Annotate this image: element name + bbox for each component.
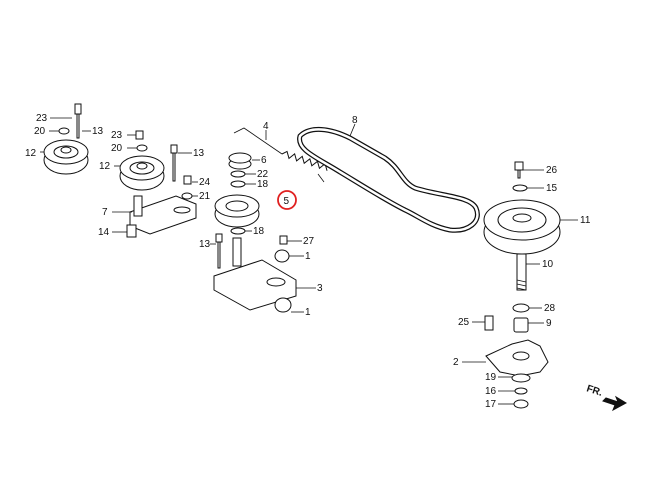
callout-labels: 23 20 13 12 23 20 12 13 24 21 7 14 4 8 6…: [25, 113, 591, 410]
spacer-part-6[interactable]: [228, 152, 252, 170]
washer-part-20b[interactable]: [136, 144, 148, 152]
callout-18[interactable]: 18: [253, 226, 265, 237]
callout-23[interactable]: 23: [111, 130, 123, 141]
callout-15[interactable]: 15: [546, 183, 558, 194]
callout-13[interactable]: 13: [92, 126, 104, 137]
callout-23[interactable]: 23: [36, 113, 48, 124]
callout-10[interactable]: 10: [542, 259, 554, 270]
washer-part-15[interactable]: [512, 184, 528, 192]
callout-18[interactable]: 18: [257, 179, 269, 190]
callout-22[interactable]: 22: [257, 169, 269, 180]
bolt-part-27[interactable]: [279, 235, 288, 245]
bolt-part-25[interactable]: [484, 315, 494, 331]
callout-6[interactable]: 6: [261, 155, 267, 166]
shaft-part-10[interactable]: [516, 253, 527, 291]
callout-27[interactable]: 27: [303, 236, 315, 247]
callout-14[interactable]: 14: [98, 227, 110, 238]
bolt-part-13b-upper[interactable]: [170, 144, 178, 182]
collar-part-1b[interactable]: [274, 297, 292, 313]
nut-part-22[interactable]: [230, 170, 246, 178]
callout-17[interactable]: 17: [485, 399, 497, 410]
callout-13[interactable]: 13: [193, 148, 205, 159]
nut-part-17[interactable]: [513, 399, 529, 409]
callout-25[interactable]: 25: [458, 317, 470, 328]
front-direction-indicator: FR.: [585, 383, 628, 412]
callout-13[interactable]: 13: [199, 239, 211, 250]
callout-12[interactable]: 12: [25, 148, 37, 159]
svg-text:5: 5: [284, 196, 290, 207]
mounting-bracket-part-2[interactable]: [485, 339, 549, 377]
callout-12[interactable]: 12: [99, 161, 111, 172]
idler-bracket-part-3[interactable]: [213, 237, 297, 311]
nut-part-24[interactable]: [183, 175, 192, 185]
direction-label: FR.: [585, 383, 604, 399]
pulley-part-5[interactable]: [214, 194, 260, 228]
collar-part-1a[interactable]: [274, 249, 290, 263]
callout-2[interactable]: 2: [453, 357, 459, 368]
callout-11[interactable]: 11: [580, 215, 591, 226]
tension-spring-part-4[interactable]: [233, 127, 329, 183]
washer-part-18b[interactable]: [230, 227, 246, 235]
callout-20[interactable]: 20: [34, 126, 46, 137]
bearing-part-28[interactable]: [512, 303, 530, 313]
callout-8[interactable]: 8: [352, 115, 358, 126]
callout-9[interactable]: 9: [546, 318, 552, 329]
leader-lines: [40, 117, 578, 405]
callout-1[interactable]: 1: [305, 307, 311, 318]
main-pulley-part-11[interactable]: [483, 199, 561, 255]
callout-24[interactable]: 24: [199, 177, 211, 188]
washer-part-21[interactable]: [181, 192, 193, 200]
callout-28[interactable]: 28: [544, 303, 556, 314]
callout-21[interactable]: 21: [199, 191, 211, 202]
callout-1[interactable]: 1: [305, 251, 311, 262]
spacer-part-9[interactable]: [513, 317, 529, 333]
callout-19[interactable]: 19: [485, 372, 497, 383]
tension-arm-part-7[interactable]: [129, 195, 197, 235]
callout-20[interactable]: 20: [111, 143, 123, 154]
callout-16[interactable]: 16: [485, 386, 497, 397]
drive-belt-part-8[interactable]: [297, 127, 480, 233]
bolt-part-13a[interactable]: [215, 233, 223, 269]
front-arrow-icon: [602, 395, 628, 412]
bolt-part-23b[interactable]: [135, 130, 144, 140]
callout-5-highlighted[interactable]: 5: [277, 190, 297, 210]
bolt-part-23a[interactable]: [74, 103, 82, 139]
callout-4[interactable]: 4: [263, 121, 269, 132]
callout-7[interactable]: 7: [102, 207, 108, 218]
washer-part-20a[interactable]: [58, 127, 70, 135]
bolt-part-14[interactable]: [126, 224, 137, 238]
bolt-part-26[interactable]: [514, 161, 524, 179]
idler-pulley-center[interactable]: [119, 155, 165, 191]
washer-part-16[interactable]: [514, 387, 528, 395]
callout-3[interactable]: 3: [317, 283, 323, 294]
bearing-part-19[interactable]: [511, 373, 531, 383]
idler-pulley-left[interactable]: [43, 139, 89, 175]
callout-26[interactable]: 26: [546, 165, 558, 176]
washer-part-18a[interactable]: [230, 180, 246, 188]
